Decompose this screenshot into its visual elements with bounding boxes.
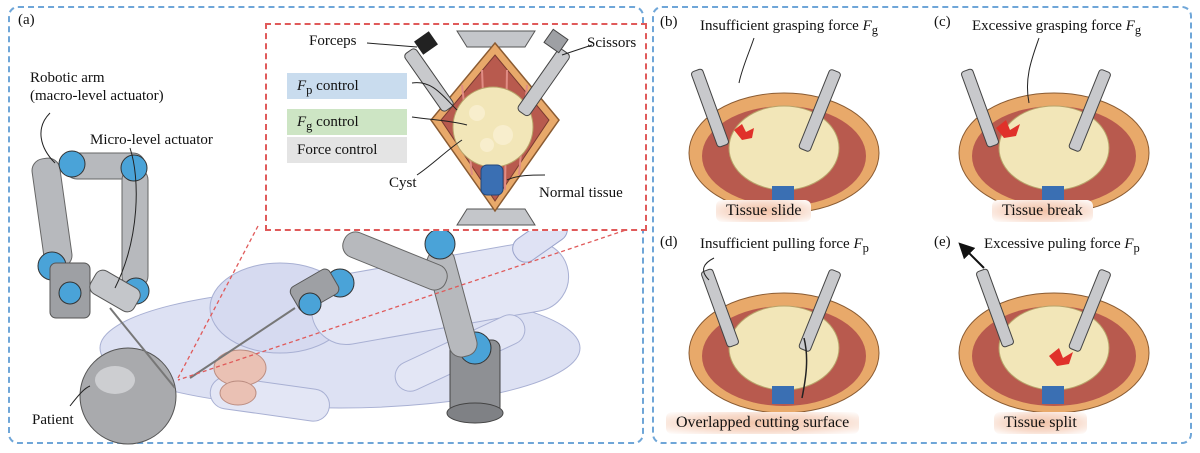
panel-b-title: Insufficient grasping force Fg bbox=[700, 18, 879, 37]
fg-control-box: Fg control bbox=[287, 109, 407, 135]
macro-actuator-label: (macro-level actuator) bbox=[30, 88, 164, 104]
scissors-label: Scissors bbox=[587, 35, 637, 51]
surgical-inset: Forceps Scissors Fp control Fg control F… bbox=[265, 23, 647, 231]
panel-a-letter: (a) bbox=[18, 12, 35, 28]
patient-head bbox=[79, 347, 177, 445]
force-control-box: Force control bbox=[287, 137, 407, 163]
panel-c-title: Excessive grasping force Fg bbox=[972, 18, 1142, 37]
fp-control-box: Fp control bbox=[287, 73, 407, 99]
panel-c-letter: (c) bbox=[934, 14, 951, 30]
site-e bbox=[958, 242, 1150, 414]
normal-tissue-label: Normal tissue bbox=[539, 185, 623, 201]
site-d bbox=[688, 268, 880, 414]
left-robot-arm bbox=[31, 150, 176, 389]
panel-a: (a) bbox=[8, 6, 647, 445]
panel-e-letter: (e) bbox=[934, 234, 951, 250]
panel-e-title: Excessive puling force Fp bbox=[984, 236, 1140, 255]
panel-b-caption: Tissue slide bbox=[716, 200, 812, 222]
site-c bbox=[958, 68, 1150, 214]
panel-failure-modes: (b) Insufficient grasping force Fg Tissu… bbox=[652, 6, 1192, 444]
panel-d-title: Insufficient pulling force Fp bbox=[700, 236, 869, 255]
failure-modes-illustration bbox=[688, 37, 1150, 414]
panel-e-caption: Tissue split bbox=[994, 412, 1087, 434]
cyst-label: Cyst bbox=[389, 175, 417, 191]
site-b bbox=[688, 68, 880, 214]
patient-label: Patient bbox=[32, 412, 74, 428]
panel-b-letter: (b) bbox=[660, 14, 678, 30]
panel-d-caption: Overlapped cutting surface bbox=[666, 412, 860, 434]
panel-a-illustration bbox=[31, 112, 639, 445]
forceps-label: Forceps bbox=[309, 33, 357, 49]
robotic-arm-label: Robotic arm bbox=[30, 70, 105, 86]
inset-illustration bbox=[366, 28, 593, 226]
cyst-shape bbox=[452, 86, 534, 168]
panel-c-caption: Tissue break bbox=[992, 200, 1093, 222]
panel-d-letter: (d) bbox=[660, 234, 678, 250]
micro-actuator-label: Micro-level actuator bbox=[90, 132, 213, 148]
